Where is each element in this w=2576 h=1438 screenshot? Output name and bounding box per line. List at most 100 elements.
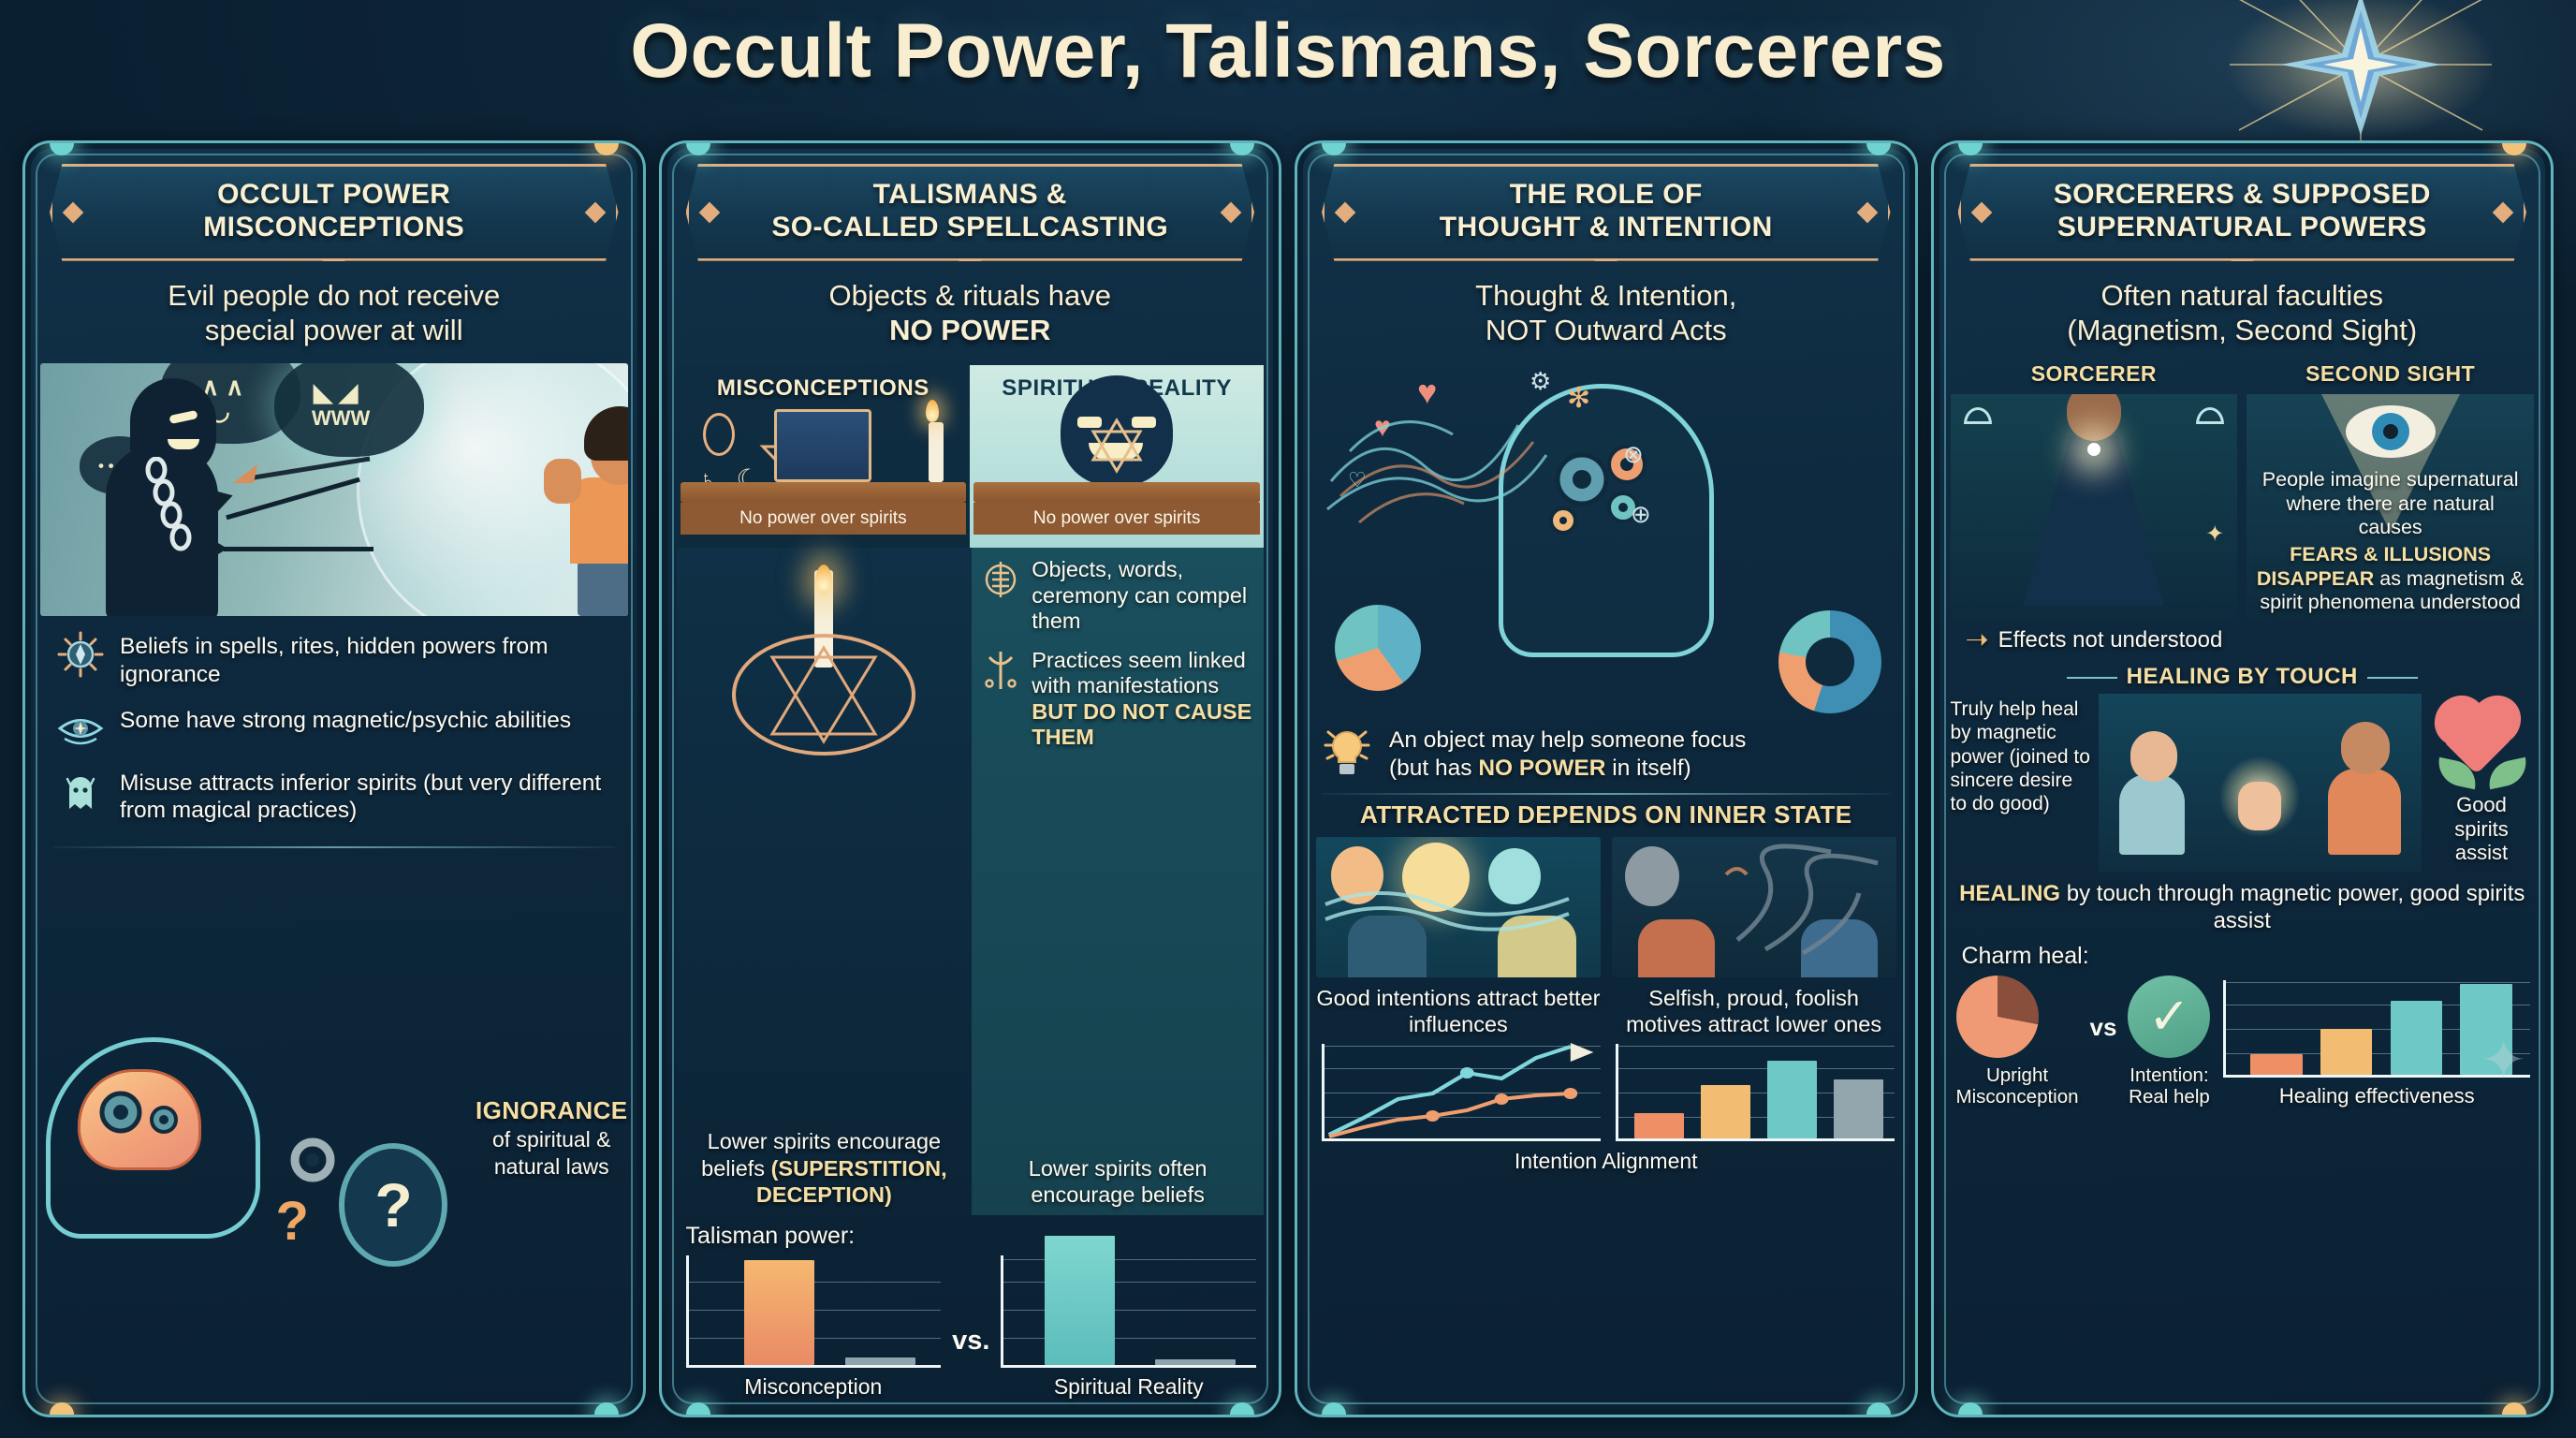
banner-line-1: OCCULT POWER	[217, 179, 451, 210]
vs-label: vs.	[952, 1326, 990, 1356]
subtitle-line-2: NO POWER	[889, 314, 1051, 347]
chart-axis-label: Intention Alignment	[1514, 1148, 1698, 1173]
ignorance-headline: IGNORANCE	[476, 1096, 628, 1125]
corner-dot	[1957, 1402, 1983, 1415]
corner-dot	[2502, 143, 2526, 155]
effects-note: ➝ Effects not understood	[1951, 619, 2238, 654]
sorcerer-illustration: ✦	[1950, 394, 2238, 620]
column-spiritual-reality: SPIRITUAL REALITY No power over spirits	[970, 365, 1264, 549]
panel-thought-and-intention[interactable]: THE ROLE OF THOUGHT & INTENTION Thought …	[1295, 140, 1918, 1417]
column-misconceptions: MISCONCEPTIONS ᚱ ♄ ☾ N	[676, 365, 971, 549]
ignorance-footer: ? ? IGNORANCE of spiritual & natural law…	[46, 861, 628, 1415]
corner-dot	[50, 143, 74, 155]
selfish-motives-scene	[1611, 837, 1896, 978]
healing-touch-illustration	[2098, 694, 2422, 873]
corner-dot	[1230, 143, 1254, 155]
bar	[1634, 1113, 1685, 1138]
check-circle-icon: ✓	[2128, 975, 2211, 1058]
attracted-heading: ATTRACTED DEPENDS ON INNER STATE	[1359, 800, 1852, 829]
corner-dot	[2502, 1402, 2526, 1415]
healer-body	[2328, 769, 2401, 856]
list-item-label: Objects, words, ceremony can compel them	[1032, 557, 1248, 634]
panel-sorcerers-supernatural-powers[interactable]: SORCERERS & SUPPOSED SUPERNATURAL POWERS…	[1930, 140, 2554, 1417]
banner-line-1: TALISMANS &	[872, 179, 1067, 210]
psychic-eye-icon	[57, 705, 104, 752]
hexagram-icon	[1090, 418, 1143, 475]
banner-line-2: THOUGHT & INTENTION	[1439, 211, 1773, 242]
panel-talismans-spellcasting[interactable]: TALISMANS & SO-CALLED SPELLCASTING Objec…	[658, 140, 1281, 1417]
table-label: No power over spirits	[680, 503, 967, 536]
leaf-icon	[2484, 756, 2531, 790]
subtitle-line-1: Evil people do not receive	[168, 278, 501, 312]
fears-tail: as magnetism & spirit phenomena understo…	[2260, 566, 2525, 614]
frowning-face-icon	[1624, 846, 1679, 907]
corner-dot	[1322, 143, 1346, 155]
corner-dot	[593, 1402, 619, 1415]
list-item-plain: Practices seem linked with manifestation…	[1032, 647, 1246, 698]
healing-summary-highlight: HEALING	[1959, 881, 2061, 907]
person-torso	[1348, 916, 1427, 978]
gear-cluster-icon	[1548, 445, 1647, 536]
radiant-star-icon	[2164, 0, 2557, 172]
corner-dot	[685, 143, 710, 155]
plus-circle-icon: ⊕	[1631, 500, 1651, 529]
corner-dot	[1322, 1402, 1346, 1415]
sun-smiley-icon	[1402, 843, 1470, 913]
title-bar: Occult Power, Talismans, Sorcerers	[0, 0, 2576, 168]
corner-dot	[1866, 143, 1891, 155]
smiley-face-icon	[1488, 848, 1541, 905]
ritual-table-illustration: ᚱ ♄ ☾ No power over spirits	[677, 400, 971, 548]
amulet-icon	[702, 413, 735, 457]
column-heading: SORCERER	[2030, 361, 2158, 387]
note-line-1: An object may help someone focus	[1389, 727, 1747, 754]
arrow-icon	[224, 547, 373, 552]
patient-body	[2118, 774, 2185, 856]
bar	[1701, 1085, 1751, 1138]
line-chart-intention	[1322, 1042, 1601, 1141]
good-spirits-block: Good spirits assist	[2429, 694, 2534, 872]
list-item-label: Some have strong magnetic/psychic abilit…	[120, 707, 572, 733]
brain-head-icon	[46, 1036, 261, 1239]
panel-banner: TALISMANS & SO-CALLED SPELLCASTING	[685, 164, 1254, 261]
healing-summary: HEALING by touch through magnetic power,…	[1956, 881, 2529, 935]
sun-icon: ✻	[1567, 383, 1591, 415]
bar-chart-healing-effectiveness: ✦	[2223, 979, 2530, 1087]
arrow-head-icon	[209, 537, 227, 561]
chained-figure-illustration: ∧ ∧◡ • • ◣ ◢WWW	[40, 363, 628, 617]
bar	[743, 1259, 815, 1365]
column-second-sight: SECOND SIGHT People imagine supernatural…	[2247, 361, 2534, 654]
corner-dot	[1866, 1402, 1891, 1415]
effects-caption: Effects not understood	[1998, 627, 2223, 653]
subtitle-line-1: Objects & rituals have	[828, 278, 1112, 312]
chart-axis-label: Misconception	[744, 1374, 883, 1399]
second-sight-illustration: People imagine supernatural where there …	[2247, 394, 2534, 620]
scene-caption: Selfish, proud, foolish motives attract …	[1626, 986, 1882, 1037]
sparkle-icon: ✦	[2481, 1029, 2526, 1091]
eye-icon	[1963, 407, 1992, 425]
column-heading: SECOND SIGHT	[2305, 361, 2476, 387]
glow-star-icon	[2086, 443, 2100, 457]
question-mark-icon: ?	[275, 1191, 309, 1253]
bar	[2320, 1029, 2373, 1075]
energy-waves-icon	[1325, 891, 1570, 932]
evil-figure-head	[130, 378, 216, 477]
grimoire-icon	[774, 409, 872, 483]
bar	[844, 1357, 916, 1365]
panel-subtitle: Evil people do not receive special power…	[46, 278, 622, 349]
eye-icon	[2196, 407, 2225, 425]
bar	[1833, 1078, 1883, 1138]
panel-subtitle: Often natural faculties (Magnetism, Seco…	[1954, 278, 2531, 349]
bar	[2460, 983, 2512, 1075]
bar	[1766, 1060, 1817, 1138]
subtitle-line-2: NOT Outward Acts	[1485, 314, 1727, 347]
pentacle-block: Lower spirits encourage beliefs (SUPERST…	[676, 548, 973, 1215]
comparison-body: Lower spirits encourage beliefs (SUPERST…	[676, 548, 1264, 1215]
cross-icon: ⊗	[1623, 440, 1644, 469]
healing-row: Truly help heal by magnetic power (joine…	[1951, 694, 2535, 873]
panel-occult-power-misconceptions[interactable]: OCCULT POWER MISCONCEPTIONS Evil people …	[22, 140, 646, 1417]
chart-title: Charm heal:	[1961, 942, 2089, 969]
pie-chart-icon	[1335, 605, 1421, 692]
subtitle-line-2: special power at will	[204, 314, 463, 347]
